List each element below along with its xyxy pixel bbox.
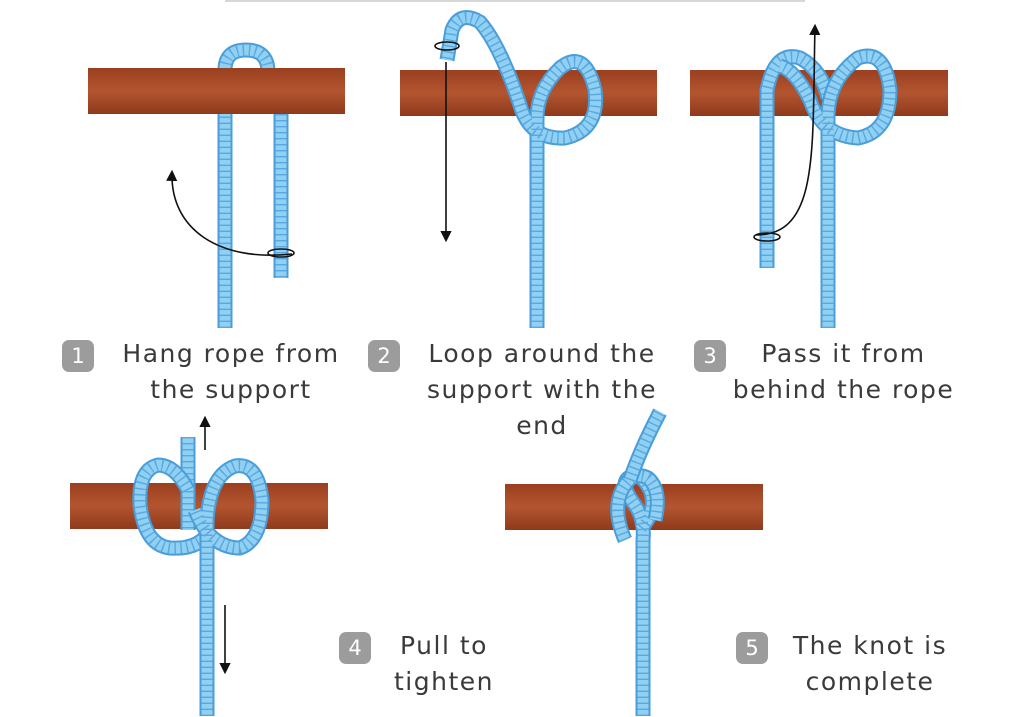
step-5-label: The knot is complete: [780, 628, 960, 700]
step-5-badge: 5: [736, 632, 768, 664]
step-5-text: The knot is complete: [792, 631, 948, 696]
step-1-badge: 1: [62, 340, 94, 372]
rope-segment: [441, 12, 602, 328]
step-4-badge: 4: [339, 632, 371, 664]
rope-segment: [761, 51, 834, 268]
rope-5-tail: [622, 408, 667, 483]
panel-2: [400, 10, 657, 328]
arrow-3: [755, 23, 821, 236]
rope-segment: [778, 50, 896, 328]
support-bar-1: [88, 68, 345, 114]
rope-segment: [219, 44, 274, 328]
step-1-label: Hang rope from the support: [106, 336, 356, 408]
rope-3-right: [777, 48, 898, 328]
rope-2-main: [439, 10, 604, 328]
step-3-label: Pass it from behind the rope: [716, 336, 971, 408]
rope-segment: [612, 470, 663, 543]
rope-segment: [189, 460, 268, 716]
rope-4-right-loop: [188, 458, 270, 716]
wrap-mark-3: [753, 232, 781, 242]
arrow-1: [166, 169, 293, 256]
rope-segment: [134, 459, 215, 554]
panel-3: [690, 23, 948, 328]
wrap-mark-1: [267, 248, 295, 258]
rope-segment: [624, 409, 665, 482]
step-1-text: Hang rope from the support: [122, 339, 340, 404]
panel-5: [505, 408, 763, 716]
step-2-badge: 2: [368, 340, 400, 372]
step-2-text: Loop around the support with the end: [427, 339, 657, 440]
step-3-badge: 3: [694, 340, 726, 372]
panel-1: [88, 42, 345, 328]
rope-3-left: [759, 49, 836, 268]
step-2-label: Loop around the support with the end: [412, 336, 672, 444]
rope-4-left-loop: [132, 457, 217, 556]
step-4-label: Pull to tighten: [384, 628, 504, 700]
step-3-text: Pass it from behind the rope: [732, 339, 955, 404]
wrap-mark-2: [434, 41, 460, 51]
panel-4: [70, 415, 328, 716]
rope-1-strand-front: [217, 42, 276, 328]
step-4-text: Pull to tighten: [394, 631, 494, 696]
